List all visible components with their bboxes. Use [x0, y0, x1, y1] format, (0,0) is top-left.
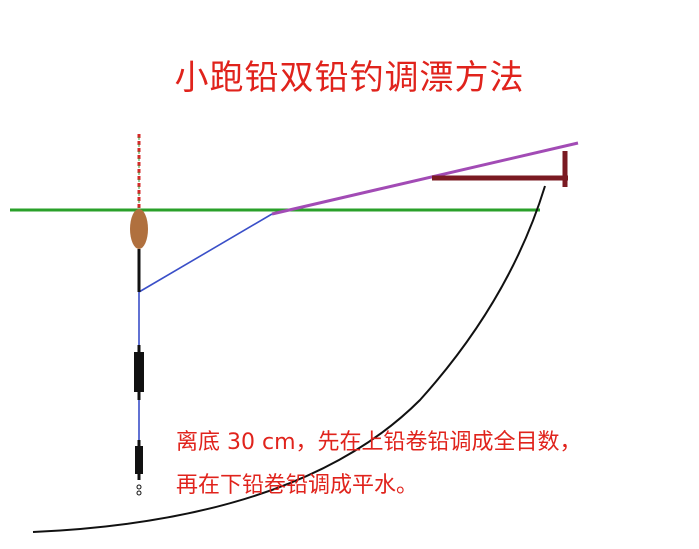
fishing-line-to-float [138, 213, 273, 293]
note-line-1: 离底 30 cm，先在上铅卷铅调成全目数， [176, 430, 582, 455]
float-body [130, 209, 148, 249]
note-line-2: 再在下铅卷铅调成平水。 [176, 473, 419, 498]
upper-sinker [134, 345, 144, 400]
lake-bottom-curve [32, 185, 546, 533]
lower-sinker [135, 440, 143, 480]
diagram-title: 小跑铅双铅钓调漂方法 [174, 58, 525, 98]
rod-holder [432, 151, 568, 187]
float [130, 134, 148, 292]
hook-icon [136, 484, 142, 496]
fishing-rod [271, 141, 579, 216]
